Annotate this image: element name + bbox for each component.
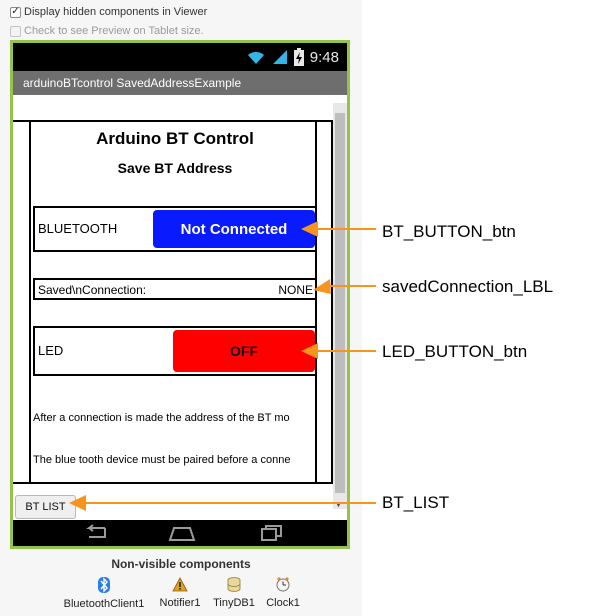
screen-title-bar: arduinoBTcontrol SavedAddressExample — [13, 71, 347, 95]
hidden-components-option[interactable]: ✓ Display hidden components in Viewer — [10, 6, 207, 18]
nonvisible-clock[interactable]: Clock1 — [262, 577, 304, 609]
android-nav-bar — [13, 520, 347, 546]
scroll-down-arrow-icon[interactable]: ▼ — [335, 502, 342, 509]
battery-icon — [293, 48, 304, 66]
nonvisible-tinydb[interactable]: TinyDB1 — [210, 577, 258, 609]
app-title: Arduino BT Control — [96, 129, 254, 148]
led-toggle-button[interactable]: OFF — [173, 330, 315, 372]
nonvisible-bluetoothclient[interactable]: BluetoothClient1 — [58, 577, 150, 610]
led-row: LED OFF — [33, 326, 317, 376]
status-time: 9:48 — [309, 48, 339, 66]
bluetooth-label: BLUETOOTH — [38, 221, 118, 236]
recent-apps-icon[interactable] — [259, 524, 285, 542]
hidden-components-label: Display hidden components in Viewer — [24, 6, 208, 18]
nonvisible-label: Notifier1 — [159, 597, 201, 609]
nonvisible-label: Clock1 — [266, 597, 300, 609]
clock-icon — [276, 577, 290, 592]
nonvisible-label: BluetoothClient1 — [63, 598, 145, 610]
led-label: LED — [38, 343, 64, 358]
phone-preview: 9:48 arduinoBTcontrol SavedAddressExampl… — [10, 40, 350, 549]
non-visible-title: Non-visible components — [111, 557, 251, 571]
bt-list-button[interactable]: BT LIST — [15, 495, 76, 519]
app-subtitle: Save BT Address — [117, 160, 233, 176]
nonvisible-notifier[interactable]: Notifier1 — [154, 577, 206, 609]
tablet-preview-option[interactable]: Check to see Preview on Tablet size. — [10, 25, 204, 37]
tablet-preview-label: Check to see Preview on Tablet size. — [24, 25, 204, 37]
annotation-led-button: LED_BUTTON_btn — [382, 342, 528, 361]
screen-frame — [13, 120, 333, 484]
nonvisible-label: TinyDB1 — [213, 597, 255, 609]
home-icon[interactable] — [167, 524, 197, 542]
wifi-icon — [247, 51, 264, 64]
back-icon[interactable] — [81, 524, 109, 542]
saved-connection-value: NONE — [278, 283, 313, 297]
info-text-connection: After a connection is made the address o… — [33, 412, 290, 424]
hidden-components-checkbox[interactable]: ✓ — [10, 6, 21, 18]
vertical-scrollbar[interactable]: ▼ — [333, 103, 347, 509]
database-icon — [227, 577, 241, 592]
saved-connection-label: Saved\nConnection: — [38, 283, 147, 297]
tablet-preview-checkbox[interactable] — [10, 25, 21, 37]
designer-viewer-panel: ✓ Display hidden components in Viewer Ch… — [10, 6, 350, 610]
bluetooth-row: BLUETOOTH Not Connected — [33, 206, 317, 252]
annotation-saved-connection: savedConnection_LBL — [382, 277, 554, 296]
bluetooth-icon — [98, 577, 110, 593]
app-content: Arduino BT Control Save BT Address BLUET… — [29, 120, 317, 484]
warning-icon — [172, 577, 188, 592]
scrollbar-thumb[interactable] — [335, 113, 345, 493]
annotation-bt-list: BT_LIST — [382, 493, 450, 512]
status-bar: 9:48 — [13, 43, 347, 71]
signal-icon — [272, 50, 287, 64]
info-text-pairing: The blue tooth device must be paired bef… — [33, 454, 291, 466]
screen-canvas: Arduino BT Control Save BT Address BLUET… — [13, 95, 347, 520]
saved-connection-row: Saved\nConnection: NONE — [33, 278, 317, 300]
annotation-bt-button: BT_BUTTON_btn — [382, 222, 516, 241]
bt-connect-button[interactable]: Not Connected — [153, 210, 315, 248]
